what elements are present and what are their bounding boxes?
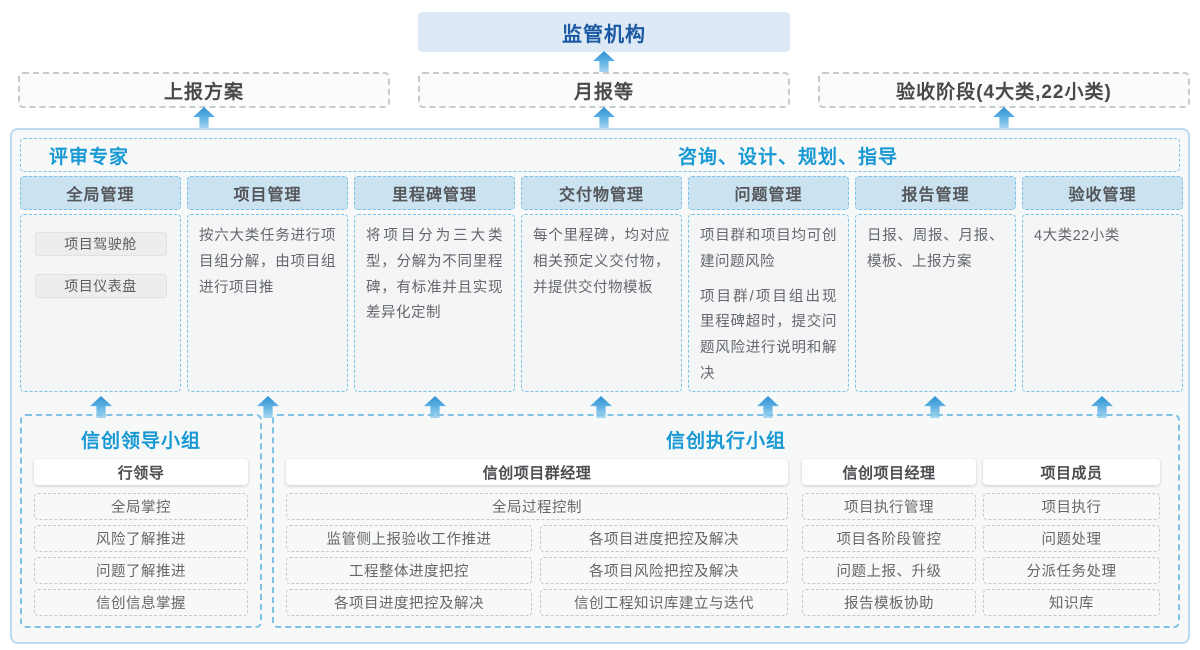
milestone-mgmt-description: 将项目分为三大类型，分解为不同里程碑，有标准并且实现差异化定制 [366,228,503,322]
column-body-report-mgmt: 日报、周报、月报、模板、上报方案 [855,214,1016,392]
project-manager-item: 报告模板协助 [802,589,976,616]
program-manager-item: 各项目风险把控及解决 [540,557,788,584]
leader-item: 风险了解推进 [34,525,248,552]
acceptance-mgmt-description: 4大类22小类 [1034,228,1120,244]
column-header-milestone-mgmt: 里程碑管理 [354,176,515,210]
project-cockpit-pill: 项目驾驶舱 [34,232,167,256]
project-dashboard-pill: 项目仪表盘 [34,274,167,298]
bank-leader-role-card: 行领导 [34,459,248,485]
column-header-deliverable-mgmt: 交付物管理 [521,176,682,210]
leader-group-box: 信创领导小组 行领导 全局掌控 风险了解推进 问题了解推进 信创信息掌握 [20,414,262,628]
program-manager-item: 全局过程控制 [286,493,788,520]
column-header-global-mgmt: 全局管理 [20,176,181,210]
column-header-report-mgmt: 报告管理 [855,176,1016,210]
project-manager-item: 项目执行管理 [802,493,976,520]
leader-group-title: 信创领导小组 [80,430,201,452]
deliverable-mgmt-description: 每个里程碑，均对应相关预定义交付物，并提供交付物模板 [533,228,670,296]
expert-band-left-label: 评审专家 [49,146,130,168]
column-body-acceptance-mgmt: 4大类22小类 [1022,214,1183,392]
up-arrow-icon [593,51,615,73]
program-manager-item: 工程整体进度把控 [286,557,532,584]
channel-report-plan-box: 上报方案 [18,72,390,108]
up-arrow-icon [993,107,1015,129]
column-header-issue-mgmt: 问题管理 [688,176,849,210]
channel-acceptance-stage-box: 验收阶段(4大类,22小类) [818,72,1190,108]
up-arrow-icon [593,107,615,129]
project-manager-item: 项目各阶段管控 [802,525,976,552]
column-body-project-mgmt: 按六大类任务进行项目组分解，由项目组进行项目推 [187,214,348,392]
program-manager-item: 信创工程知识库建立与迭代 [540,589,788,616]
report-mgmt-description: 日报、周报、月报、模板、上报方案 [867,228,1004,270]
column-body-milestone-mgmt: 将项目分为三大类型，分解为不同里程碑，有标准并且实现差异化定制 [354,214,515,392]
project-mgmt-description: 按六大类任务进行项目组分解，由项目组进行项目推 [199,228,336,296]
expert-band: 评审专家 咨询、设计、规划、指导 [20,138,1180,172]
issue-mgmt-description-2: 项目群/项目组出现里程碑超时，提交问题风险进行说明和解决 [700,288,837,382]
program-manager-item: 监管侧上报验收工作推进 [286,525,532,552]
up-arrow-icon [193,107,215,129]
program-manager-item: 各项目进度把控及解决 [540,525,788,552]
leader-item: 信创信息掌握 [34,589,248,616]
column-body-deliverable-mgmt: 每个里程碑，均对应相关预定义交付物，并提供交付物模板 [521,214,682,392]
expert-band-right-label: 咨询、设计、规划、指导 [678,146,899,168]
project-manager-item: 问题上报、升级 [802,557,976,584]
project-member-item: 项目执行 [983,493,1160,520]
leader-item: 问题了解推进 [34,557,248,584]
column-body-global-mgmt: 项目驾驶舱 项目仪表盘 [20,214,181,392]
regulator-box: 监管机构 [418,12,790,52]
column-header-project-mgmt: 项目管理 [187,176,348,210]
project-member-role-card: 项目成员 [983,459,1160,485]
exec-group-title: 信创执行小组 [665,430,786,452]
issue-mgmt-description-1: 项目群和项目均可创建问题风险 [700,228,837,270]
column-header-acceptance-mgmt: 验收管理 [1022,176,1183,210]
column-body-issue-mgmt: 项目群和项目均可创建问题风险 项目群/项目组出现里程碑超时，提交问题风险进行说明… [688,214,849,392]
project-member-item: 知识库 [983,589,1160,616]
project-manager-role-card: 信创项目经理 [802,459,976,485]
project-member-item: 问题处理 [983,525,1160,552]
program-manager-role-card: 信创项目群经理 [286,459,788,485]
channel-monthly-report-box: 月报等 [418,72,790,108]
exec-group-box: 信创执行小组 信创项目群经理 全局过程控制 监管侧上报验收工作推进 工程整体进度… [272,414,1180,628]
program-manager-item: 各项目进度把控及解决 [286,589,532,616]
leader-item: 全局掌控 [34,493,248,520]
project-member-item: 分派任务处理 [983,557,1160,584]
